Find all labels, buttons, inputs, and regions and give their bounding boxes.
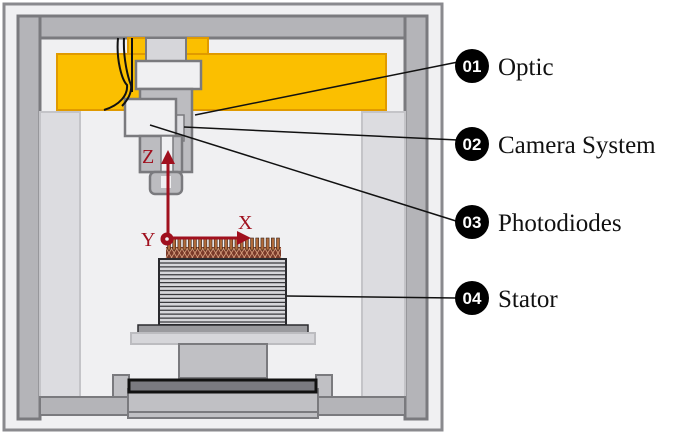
winding-hatch — [196, 247, 204, 259]
winding-hatch — [181, 247, 188, 259]
z-axis-arrowhead — [161, 150, 175, 164]
winding-hatch — [207, 247, 214, 259]
winding-hatch — [264, 247, 271, 259]
label-04-text: Stator — [498, 286, 558, 313]
frame-left-column — [16, 14, 42, 421]
stator-base-plate — [137, 324, 309, 334]
leader-line-03 — [149, 124, 457, 222]
label-03-text: Photodiodes — [498, 210, 622, 237]
badge-02 — [455, 127, 489, 161]
nozzle-tip-window — [161, 176, 171, 188]
winding-hatch — [274, 247, 282, 259]
winding-pin — [276, 237, 280, 251]
stator-stack — [158, 258, 287, 326]
badge-04 — [455, 281, 489, 315]
badge-03-number: 03 — [463, 213, 482, 232]
winding-pin — [203, 237, 208, 251]
cable-1 — [103, 37, 129, 111]
winding-hatch — [269, 247, 277, 259]
left-side-panel — [39, 111, 81, 398]
badge-01 — [455, 49, 489, 83]
table-plate — [130, 332, 316, 345]
frame-right-column — [403, 14, 429, 421]
winding-pin — [193, 237, 197, 251]
gantry-beam — [56, 53, 387, 111]
x-axis-arrowhead — [237, 231, 251, 245]
leader-line-04 — [286, 295, 457, 299]
winding-pin — [182, 237, 187, 251]
z-axis-label: Z — [142, 146, 154, 168]
base-left-block — [112, 374, 130, 399]
winding-hatch — [248, 247, 256, 259]
winding-hatch — [243, 247, 251, 259]
label-04: 04 Stator — [455, 281, 558, 315]
winding-hatch — [217, 247, 225, 259]
winding-pin — [260, 237, 265, 251]
right-side-panel — [361, 111, 406, 398]
winding-hatch — [170, 247, 178, 259]
winding-pin — [213, 237, 218, 251]
label-03: 03 Photodiodes — [455, 205, 622, 239]
badge-03 — [455, 205, 489, 239]
winding-hatch — [201, 247, 209, 259]
badge-01-number: 01 — [463, 57, 482, 76]
winding-hatch — [259, 247, 266, 259]
y-axis-dot — [165, 237, 169, 241]
winding-hatch — [222, 247, 230, 259]
head-mount-column — [145, 37, 187, 63]
winding-pin — [187, 237, 192, 251]
floor-left — [39, 396, 129, 416]
winding-hatch — [233, 247, 240, 259]
winding-pin — [255, 237, 260, 251]
floor-right — [317, 396, 406, 416]
winding-pin — [265, 237, 270, 251]
winding-pin — [219, 237, 223, 251]
winding-hatch — [227, 247, 235, 259]
head-top-box — [134, 59, 203, 91]
winding-hatch — [253, 247, 261, 259]
stator-windings — [165, 237, 282, 259]
winding-hatch — [165, 247, 173, 259]
frame-top-beam — [16, 14, 429, 40]
winding-pin — [177, 237, 182, 251]
badge-04-number: 04 — [463, 289, 482, 308]
winding-hatch — [212, 247, 220, 259]
winding-pin — [208, 237, 213, 251]
winding-pin — [229, 237, 234, 251]
stator-laminations — [160, 262, 285, 323]
winding-hatch — [176, 247, 183, 259]
y-axis-label: Y — [141, 229, 155, 251]
winding-hatch — [186, 247, 194, 259]
label-02: 02 Camera System — [455, 127, 656, 161]
leader-line-01 — [194, 61, 459, 116]
badge-02-number: 02 — [463, 135, 482, 154]
x-axis-label: X — [238, 212, 253, 234]
winding-pin — [198, 237, 202, 251]
label-01-text: Optic — [498, 54, 554, 81]
winding-pin — [250, 237, 254, 251]
winding-pin — [224, 237, 228, 251]
table-column — [178, 343, 268, 379]
winding-hatch — [191, 247, 199, 259]
label-02-text: Camera System — [498, 132, 656, 159]
winding-pin — [271, 237, 275, 251]
label-01: 01 Optic — [455, 49, 554, 83]
winding-hatch — [238, 247, 246, 259]
base-rail — [127, 378, 318, 394]
leader-line-02 — [183, 126, 459, 141]
